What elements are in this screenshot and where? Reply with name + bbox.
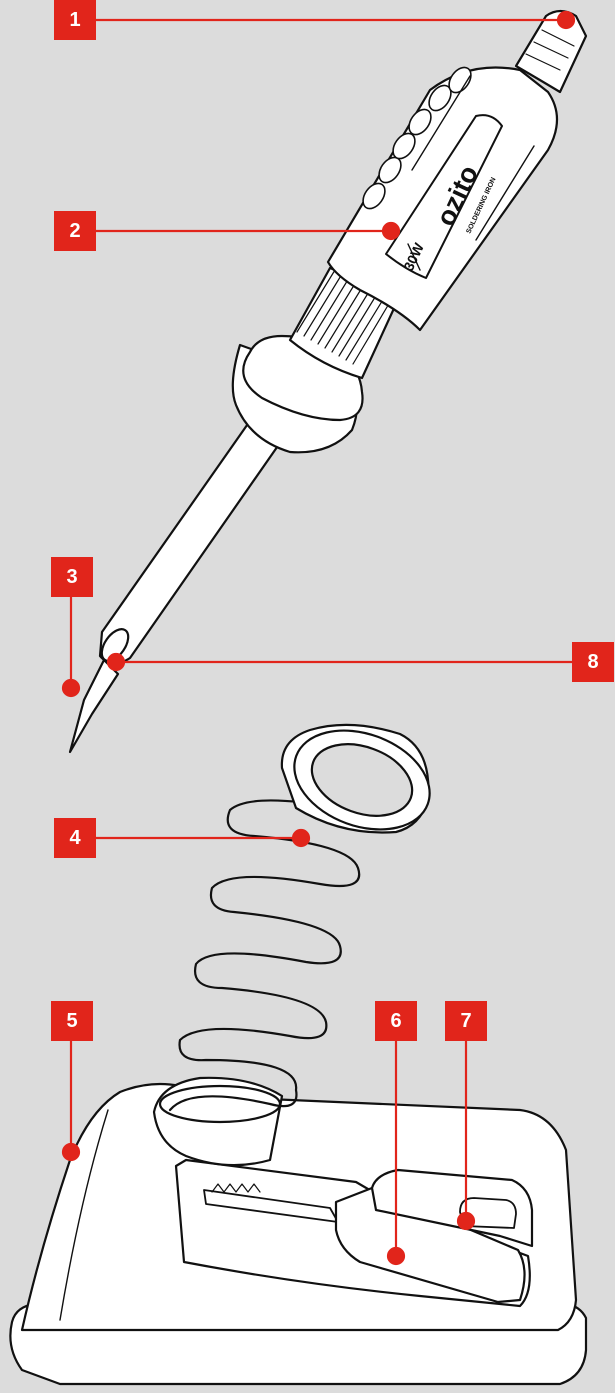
holder-spring-coil [168, 762, 374, 1112]
leader-dot-8 [106, 652, 126, 672]
callout-8: 8 [572, 642, 614, 682]
leader-dot-1 [556, 10, 576, 30]
callout-1: 1 [54, 0, 96, 40]
magnifier-holder [334, 1186, 526, 1304]
iron-tip [68, 658, 120, 754]
leader-dot-6 [386, 1246, 406, 1266]
callout-5: 5 [51, 1001, 93, 1041]
leader-dot-4 [291, 828, 311, 848]
leader-dot-3 [61, 678, 81, 698]
handle-grip-pads [362, 66, 472, 210]
callout-4: 4 [54, 818, 96, 858]
leader-dot-5 [61, 1142, 81, 1162]
barrel-end-ring [100, 628, 130, 662]
soldering-iron-illustration [68, 9, 588, 754]
iron-strain-relief [514, 9, 588, 94]
callout-2: 2 [54, 211, 96, 251]
callout-3: 3 [51, 557, 93, 597]
leader-dot-2 [381, 221, 401, 241]
iron-barrel [98, 416, 284, 665]
grip-ribs [296, 269, 391, 365]
stand-illustration [9, 723, 588, 1386]
leader-dot-7 [456, 1211, 476, 1231]
callout-7: 7 [445, 1001, 487, 1041]
callout-6: 6 [375, 1001, 417, 1041]
handle-label-panel [385, 114, 503, 279]
